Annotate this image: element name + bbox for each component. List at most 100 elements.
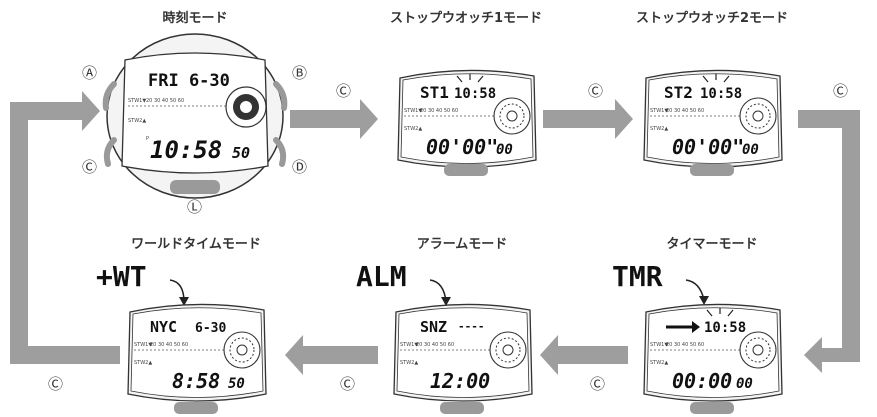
button-b-label: Ⓑ: [292, 64, 307, 82]
mode-stopwatch-2: ストップウオッチ2モード ST2 10:58 STW1▼ 20 30 40 50…: [636, 11, 788, 176]
lcd-inner: [396, 307, 530, 398]
lcd-blinking-time: 10:58: [700, 86, 742, 102]
blink-marks: [456, 74, 484, 83]
tick-labels: 20 30 40 50 60: [666, 342, 704, 348]
mode-world-time: ワールドタイムモード +WT NYC 6-30 STW1▼ 20 30 40 5…: [96, 237, 267, 414]
lcd-inner: [646, 73, 780, 164]
lcd-hundredths: 00: [742, 142, 759, 158]
mode-timekeeping: 時刻モード FRI 6-30 STW1▼ 20 30 40 50 60 STW2…: [82, 10, 307, 216]
stw2-label: STW2▲: [404, 126, 422, 132]
button-l-shape: [170, 180, 220, 194]
label-c-5: Ⓒ: [340, 375, 355, 393]
lcd-main-time: 12:00: [430, 369, 490, 393]
stw2-label: STW2▲: [134, 360, 152, 366]
lcd-hundredths: 00: [736, 376, 753, 392]
label-c-4: Ⓒ: [590, 375, 605, 393]
arrow-up-left: [10, 91, 120, 364]
lcd-blinking-time: 10:58: [454, 86, 496, 102]
timer-arrow-head: [692, 321, 700, 333]
stw1-label: STW1▼: [400, 342, 418, 348]
mode-title: ワールドタイムモード: [131, 237, 261, 252]
callout-text: +WT: [96, 260, 147, 293]
mode-title: タイマーモード: [666, 237, 757, 252]
tick-labels: 20 30 40 50 60: [416, 342, 454, 348]
arrow-right-1: [290, 99, 378, 139]
mode-title: 時刻モード: [162, 10, 227, 26]
stw1-label: STW1▼: [404, 108, 422, 114]
lcd-inner: [130, 307, 264, 398]
dial-segments: [229, 337, 255, 363]
arrow-right-2: [543, 99, 633, 139]
lcd-top-text: ST2: [664, 83, 693, 102]
dial-segments: [745, 337, 771, 363]
button-l-shape: [440, 402, 484, 414]
stw1-label: STW1▼: [134, 342, 152, 348]
lcd-top-text: SNZ: [420, 318, 447, 336]
lcd-top-dashes: ----: [458, 320, 485, 333]
callout-arrowhead: [699, 296, 709, 305]
tick-labels: 20 30 40 50 60: [420, 108, 458, 114]
button-l-label: Ⓛ: [187, 198, 202, 216]
dial-center: [502, 344, 514, 356]
dial-center: [506, 110, 518, 122]
lcd-main-time: 8:58: [172, 369, 220, 393]
lcd-seconds: 50: [228, 376, 245, 392]
button-d-shape: [273, 137, 287, 167]
label-c-1: Ⓒ: [336, 82, 351, 100]
mode-title: ストップウオッチ1モード: [390, 11, 542, 26]
mode-title: ストップウオッチ2モード: [636, 11, 788, 26]
dial-center: [752, 344, 764, 356]
blink-marks: [706, 308, 734, 317]
lcd-hundredths: 00: [496, 142, 513, 158]
mode-stopwatch-1: ストップウオッチ1モード ST1 10:58 STW1▼ 20 30 40 50…: [390, 11, 542, 176]
callout-arrowhead: [441, 297, 451, 306]
mode-timer: タイマーモード TMR 10:58 STW1▼ 20 30 40 50 60 S…: [612, 237, 783, 414]
lcd-top-text: NYC: [150, 318, 177, 336]
blink-marks: [702, 74, 730, 83]
button-l-shape: [174, 402, 218, 414]
lcd-blinking-time: 10:58: [704, 320, 746, 336]
callout-text: ALM: [356, 260, 407, 293]
arrow-down-right: [798, 110, 860, 373]
lcd-main-time: 00'00": [672, 135, 744, 159]
stw1-label: STW1▼: [650, 108, 668, 114]
dial-segments: [499, 103, 525, 129]
dial-segments: [745, 103, 771, 129]
stw2-label: STW2▲: [650, 360, 668, 366]
button-l-shape: [444, 164, 488, 176]
stw1-label: STW1▼: [128, 98, 146, 104]
stw2-label: STW2▲: [650, 126, 668, 132]
button-d-label: Ⓓ: [292, 158, 307, 176]
callout-arrowhead: [179, 297, 189, 306]
tick-labels: 20 30 40 50 60: [146, 98, 184, 104]
stw2-label: STW2▲: [400, 360, 418, 366]
arrow-left-1: [540, 335, 628, 375]
label-c-2: Ⓒ: [588, 82, 603, 100]
dial-center: [752, 110, 764, 122]
dial-segments: [495, 337, 521, 363]
button-a-shape: [102, 81, 117, 111]
lcd-inner: [400, 73, 534, 164]
tick-labels: 20 30 40 50 60: [666, 108, 704, 114]
lcd-main-time: 00:00: [672, 369, 732, 393]
label-c-3: Ⓒ: [833, 82, 848, 100]
dial-center: [240, 101, 252, 113]
lcd-top-date: 6-30: [195, 321, 226, 336]
button-l-shape: [690, 402, 734, 414]
button-c-shape: [103, 137, 117, 167]
button-l-shape: [690, 164, 734, 176]
watch-lcd: [121, 52, 269, 174]
button-b-shape: [273, 81, 288, 111]
button-a-label: Ⓐ: [82, 64, 97, 82]
callout-text: TMR: [612, 260, 663, 293]
lcd-seconds: 50: [232, 144, 250, 162]
stw1-label: STW1▼: [650, 342, 668, 348]
mode-alarm: アラームモード ALM SNZ ---- STW1▼ 20 30 40 50 6…: [356, 237, 533, 414]
stw2-label: STW2▲: [128, 118, 146, 124]
lcd-top-text: FRI 6-30: [148, 71, 230, 91]
flow-arrows: [10, 91, 860, 375]
label-c-6: Ⓒ: [48, 375, 63, 393]
lcd-top-text: ST1: [420, 83, 449, 102]
lcd-inner: [646, 307, 780, 398]
